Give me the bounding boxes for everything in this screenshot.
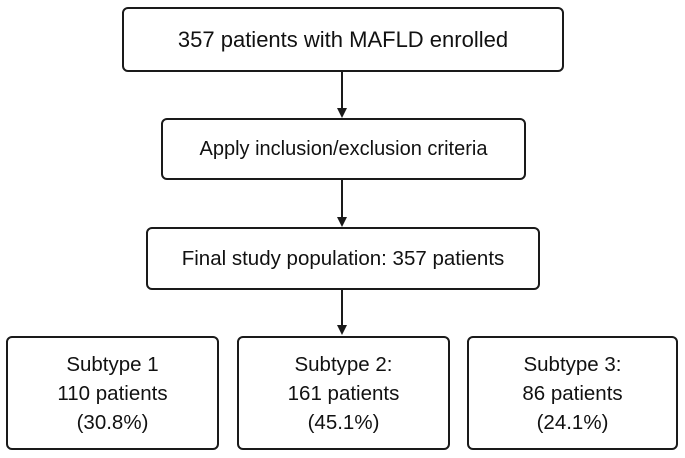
subtype-3-title: Subtype 3:	[523, 352, 622, 376]
subtype-1-count: 110 patients	[57, 381, 168, 405]
subtype-3-percent: (24.1%)	[536, 410, 609, 434]
subtype-1-box: Subtype 1 110 patients (30.8%)	[6, 336, 219, 450]
subtype-3-box: Subtype 3: 86 patients (24.1%)	[467, 336, 678, 450]
subtype-3-count: 86 patients	[522, 381, 623, 405]
criteria-label: Apply inclusion/exclusion criteria	[199, 137, 488, 160]
criteria-box: Apply inclusion/exclusion criteria	[161, 118, 526, 180]
subtype-2-count: 161 patients	[287, 381, 400, 405]
final-population-box: Final study population: 357 patients	[146, 227, 540, 290]
enrolled-box: 357 patients with MAFLD enrolled	[122, 7, 564, 72]
subtype-2-title: Subtype 2:	[294, 352, 393, 376]
enrolled-label: 357 patients with MAFLD enrolled	[177, 26, 509, 52]
subtype-1-percent: (30.8%)	[76, 410, 149, 434]
subtype-2-box: Subtype 2: 161 patients (45.1%)	[237, 336, 450, 450]
final-population-label: Final study population: 357 patients	[181, 246, 505, 270]
subtype-1-title: Subtype 1	[66, 352, 159, 376]
subtype-2-percent: (45.1%)	[307, 410, 380, 434]
